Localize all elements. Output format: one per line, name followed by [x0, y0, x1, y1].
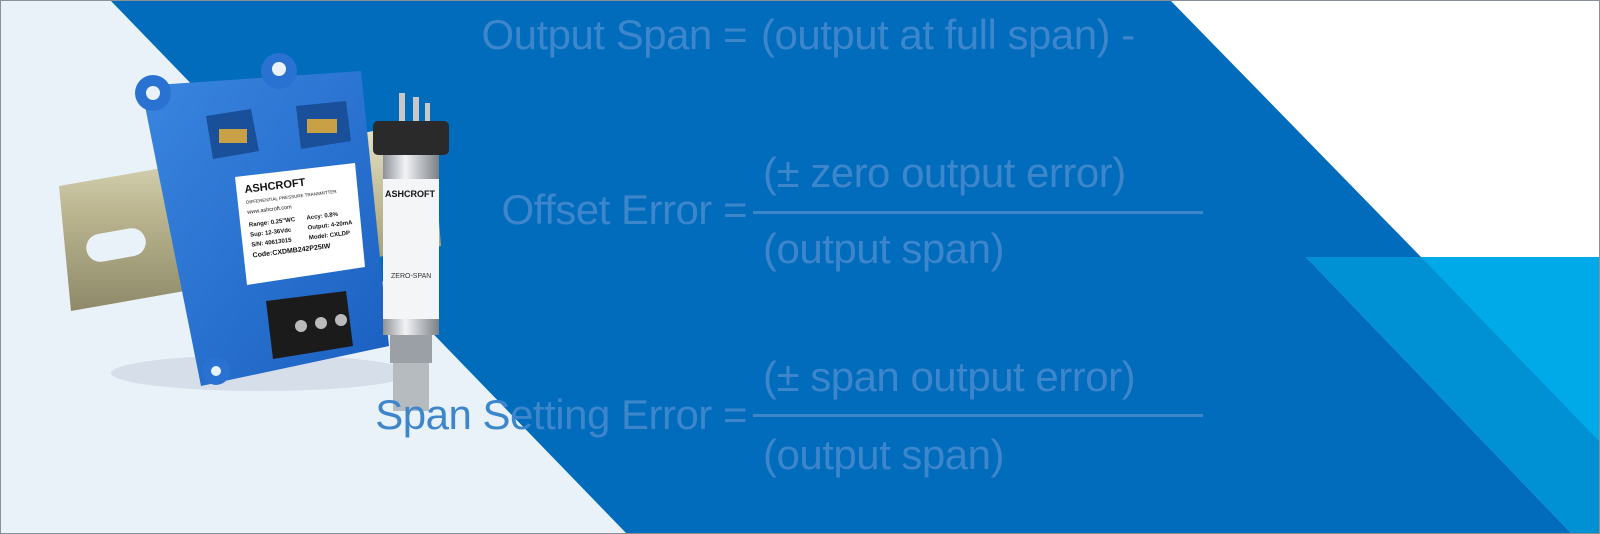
output-span-expression: (output at full span) - [761, 11, 1135, 58]
span-error-denominator: (output span) [763, 431, 1005, 478]
pressure-transmitter: ASHCROFT DIFFERENTIAL PRESSURE TRANSMITT… [111, 53, 411, 391]
transmitter-output-text: Output: 4-20mA [307, 220, 353, 232]
span-error-numerator: (± span output error) [763, 353, 1136, 400]
sensor-brand-text: ASHCROFT [385, 189, 435, 199]
blue-panel [111, 1, 1571, 533]
output-span-label: Output Span = [481, 11, 747, 58]
span-setting-error-label: Span Setting Error = [375, 391, 747, 438]
transmitter-model-text: Model: CXLDP [309, 231, 351, 242]
offset-error-numerator: (± zero output error) [763, 149, 1126, 196]
sensor-footer-text: ZERO-SPAN [391, 273, 431, 280]
cyan-triangle [1421, 257, 1599, 441]
transmitter-accy-text: Accy: 0.8% [306, 212, 339, 222]
transmitter-sup-text: Sup: 12-36Vdc [250, 228, 292, 239]
terminal-block [266, 291, 353, 359]
pressure-sensor: ASHCROFT ZERO-SPAN [373, 93, 449, 411]
span-fraction-bar [753, 414, 1203, 417]
transmitter-url-text: www.ashcroft.com [246, 204, 292, 216]
transmitter-range-text: Range: 0.25"WC [249, 217, 297, 229]
offset-error-denominator: (output span) [763, 225, 1005, 272]
offset-error-label: Offset Error = [501, 186, 748, 233]
transmitter-label [235, 163, 365, 285]
offset-fraction-bar [753, 211, 1203, 214]
transmitter-sn-text: S/N: 40613015 [251, 238, 292, 249]
